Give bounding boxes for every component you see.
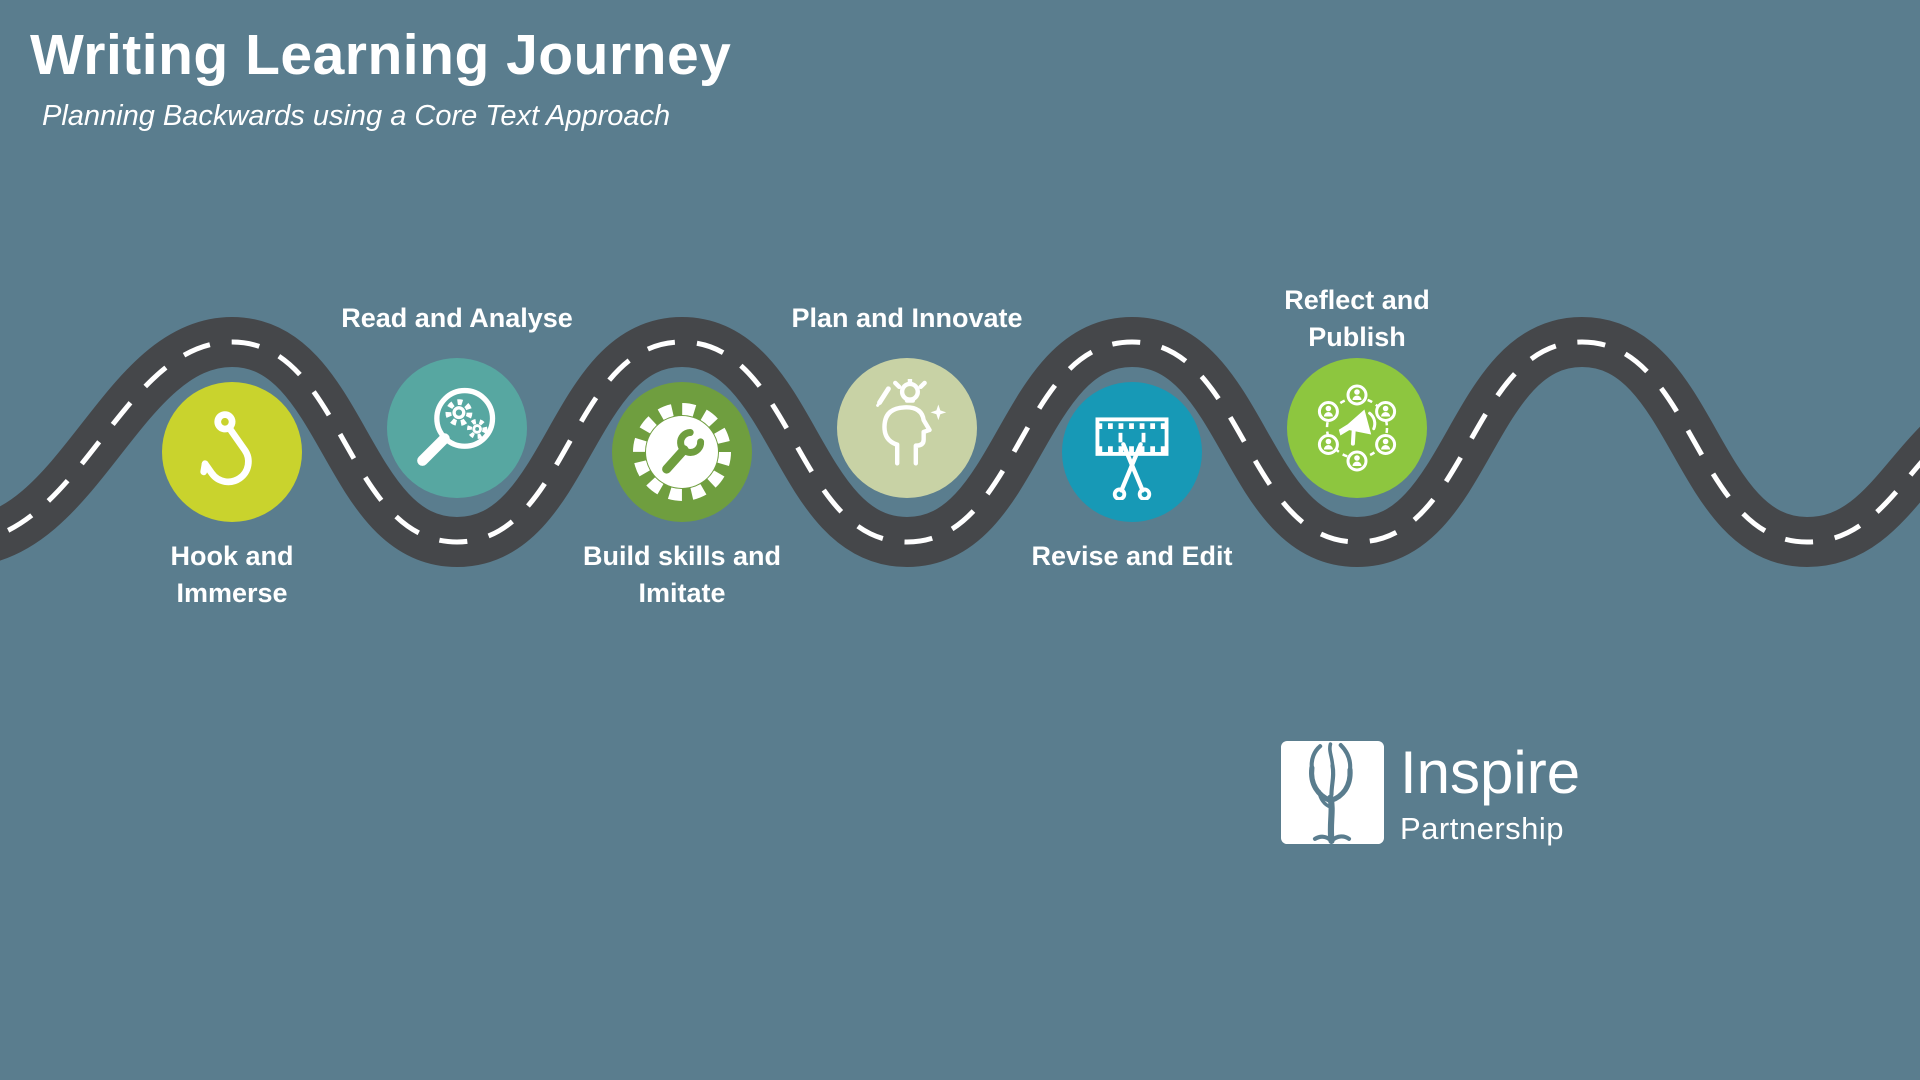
- stage-circle-hook-and-immerse: [162, 382, 302, 522]
- gear-wrench-icon: [633, 403, 731, 501]
- stage-label-reflect-and-publish: Reflect and Publish: [1284, 285, 1430, 352]
- page-subtitle: Planning Backwards using a Core Text App…: [42, 100, 671, 132]
- stage-circle-read-and-analyse: [387, 358, 527, 498]
- fish-hook-icon: [200, 411, 252, 486]
- stage-label-hook-and-immerse: Hook and Immerse: [170, 541, 294, 608]
- road-center-line: [0, 339, 1920, 545]
- brand-tagline: Partnership: [1400, 811, 1565, 846]
- idea-head-icon: [876, 379, 947, 466]
- brand-name: Inspire: [1400, 739, 1581, 806]
- stage-circle-build-skills-and-imitate: [612, 382, 752, 522]
- stage-label-plan-and-innovate: Plan and Innovate: [791, 303, 1023, 333]
- stage-label-build-skills-and-imitate: Build skills and Imitate: [582, 541, 782, 608]
- stage-circle-reflect-and-publish: [1287, 358, 1427, 498]
- stage-label-revise-and-edit: Revise and Edit: [1031, 541, 1233, 571]
- magnifier-gears-icon: [417, 387, 496, 466]
- inspire-partnership-logo: Inspire Partnership: [1281, 741, 1580, 847]
- tree-icon: [1281, 741, 1384, 844]
- stage-label-read-and-analyse: Read and Analyse: [341, 303, 573, 333]
- megaphone-people-icon: [1317, 384, 1397, 472]
- stage-circle-revise-and-edit: [1062, 382, 1202, 522]
- stage-circle-plan-and-innovate: [837, 358, 977, 498]
- page-title: Writing Learning Journey: [30, 23, 732, 87]
- film-scissors-icon: [1095, 417, 1169, 500]
